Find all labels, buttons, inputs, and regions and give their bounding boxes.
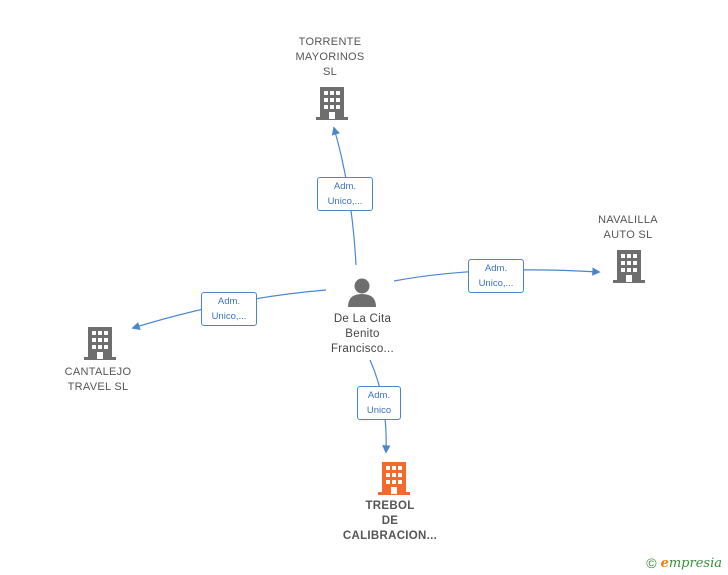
node-label-trebol[interactable]: TREBOL DE CALIBRACION... (342, 500, 438, 542)
brand-watermark: © empresia (646, 555, 722, 571)
person-icon[interactable] (346, 277, 378, 307)
role-label-navalilla[interactable]: Adm. Unico,... (468, 259, 524, 293)
building-icon[interactable] (316, 85, 348, 121)
node-label-torrente[interactable]: TORRENTE MAYORINOS SL (295, 36, 365, 78)
copyright-icon: © (646, 555, 657, 571)
node-label-person[interactable]: De La Cita Benito Francisco... (330, 313, 395, 355)
brand-initial: e (660, 556, 669, 571)
building-icon[interactable] (378, 460, 410, 496)
node-label-navalilla[interactable]: NAVALILLA AUTO SL (598, 214, 658, 241)
building-icon[interactable] (613, 248, 645, 284)
role-label-torrente[interactable]: Adm. Unico,... (317, 177, 373, 211)
node-label-cantalejo[interactable]: CANTALEJO TRAVEL SL (64, 366, 132, 393)
brand-name: mpresia (668, 556, 722, 571)
building-icon[interactable] (84, 325, 116, 361)
role-label-cantalejo[interactable]: Adm. Unico,... (201, 292, 257, 326)
role-label-trebol[interactable]: Adm. Unico (357, 386, 401, 420)
